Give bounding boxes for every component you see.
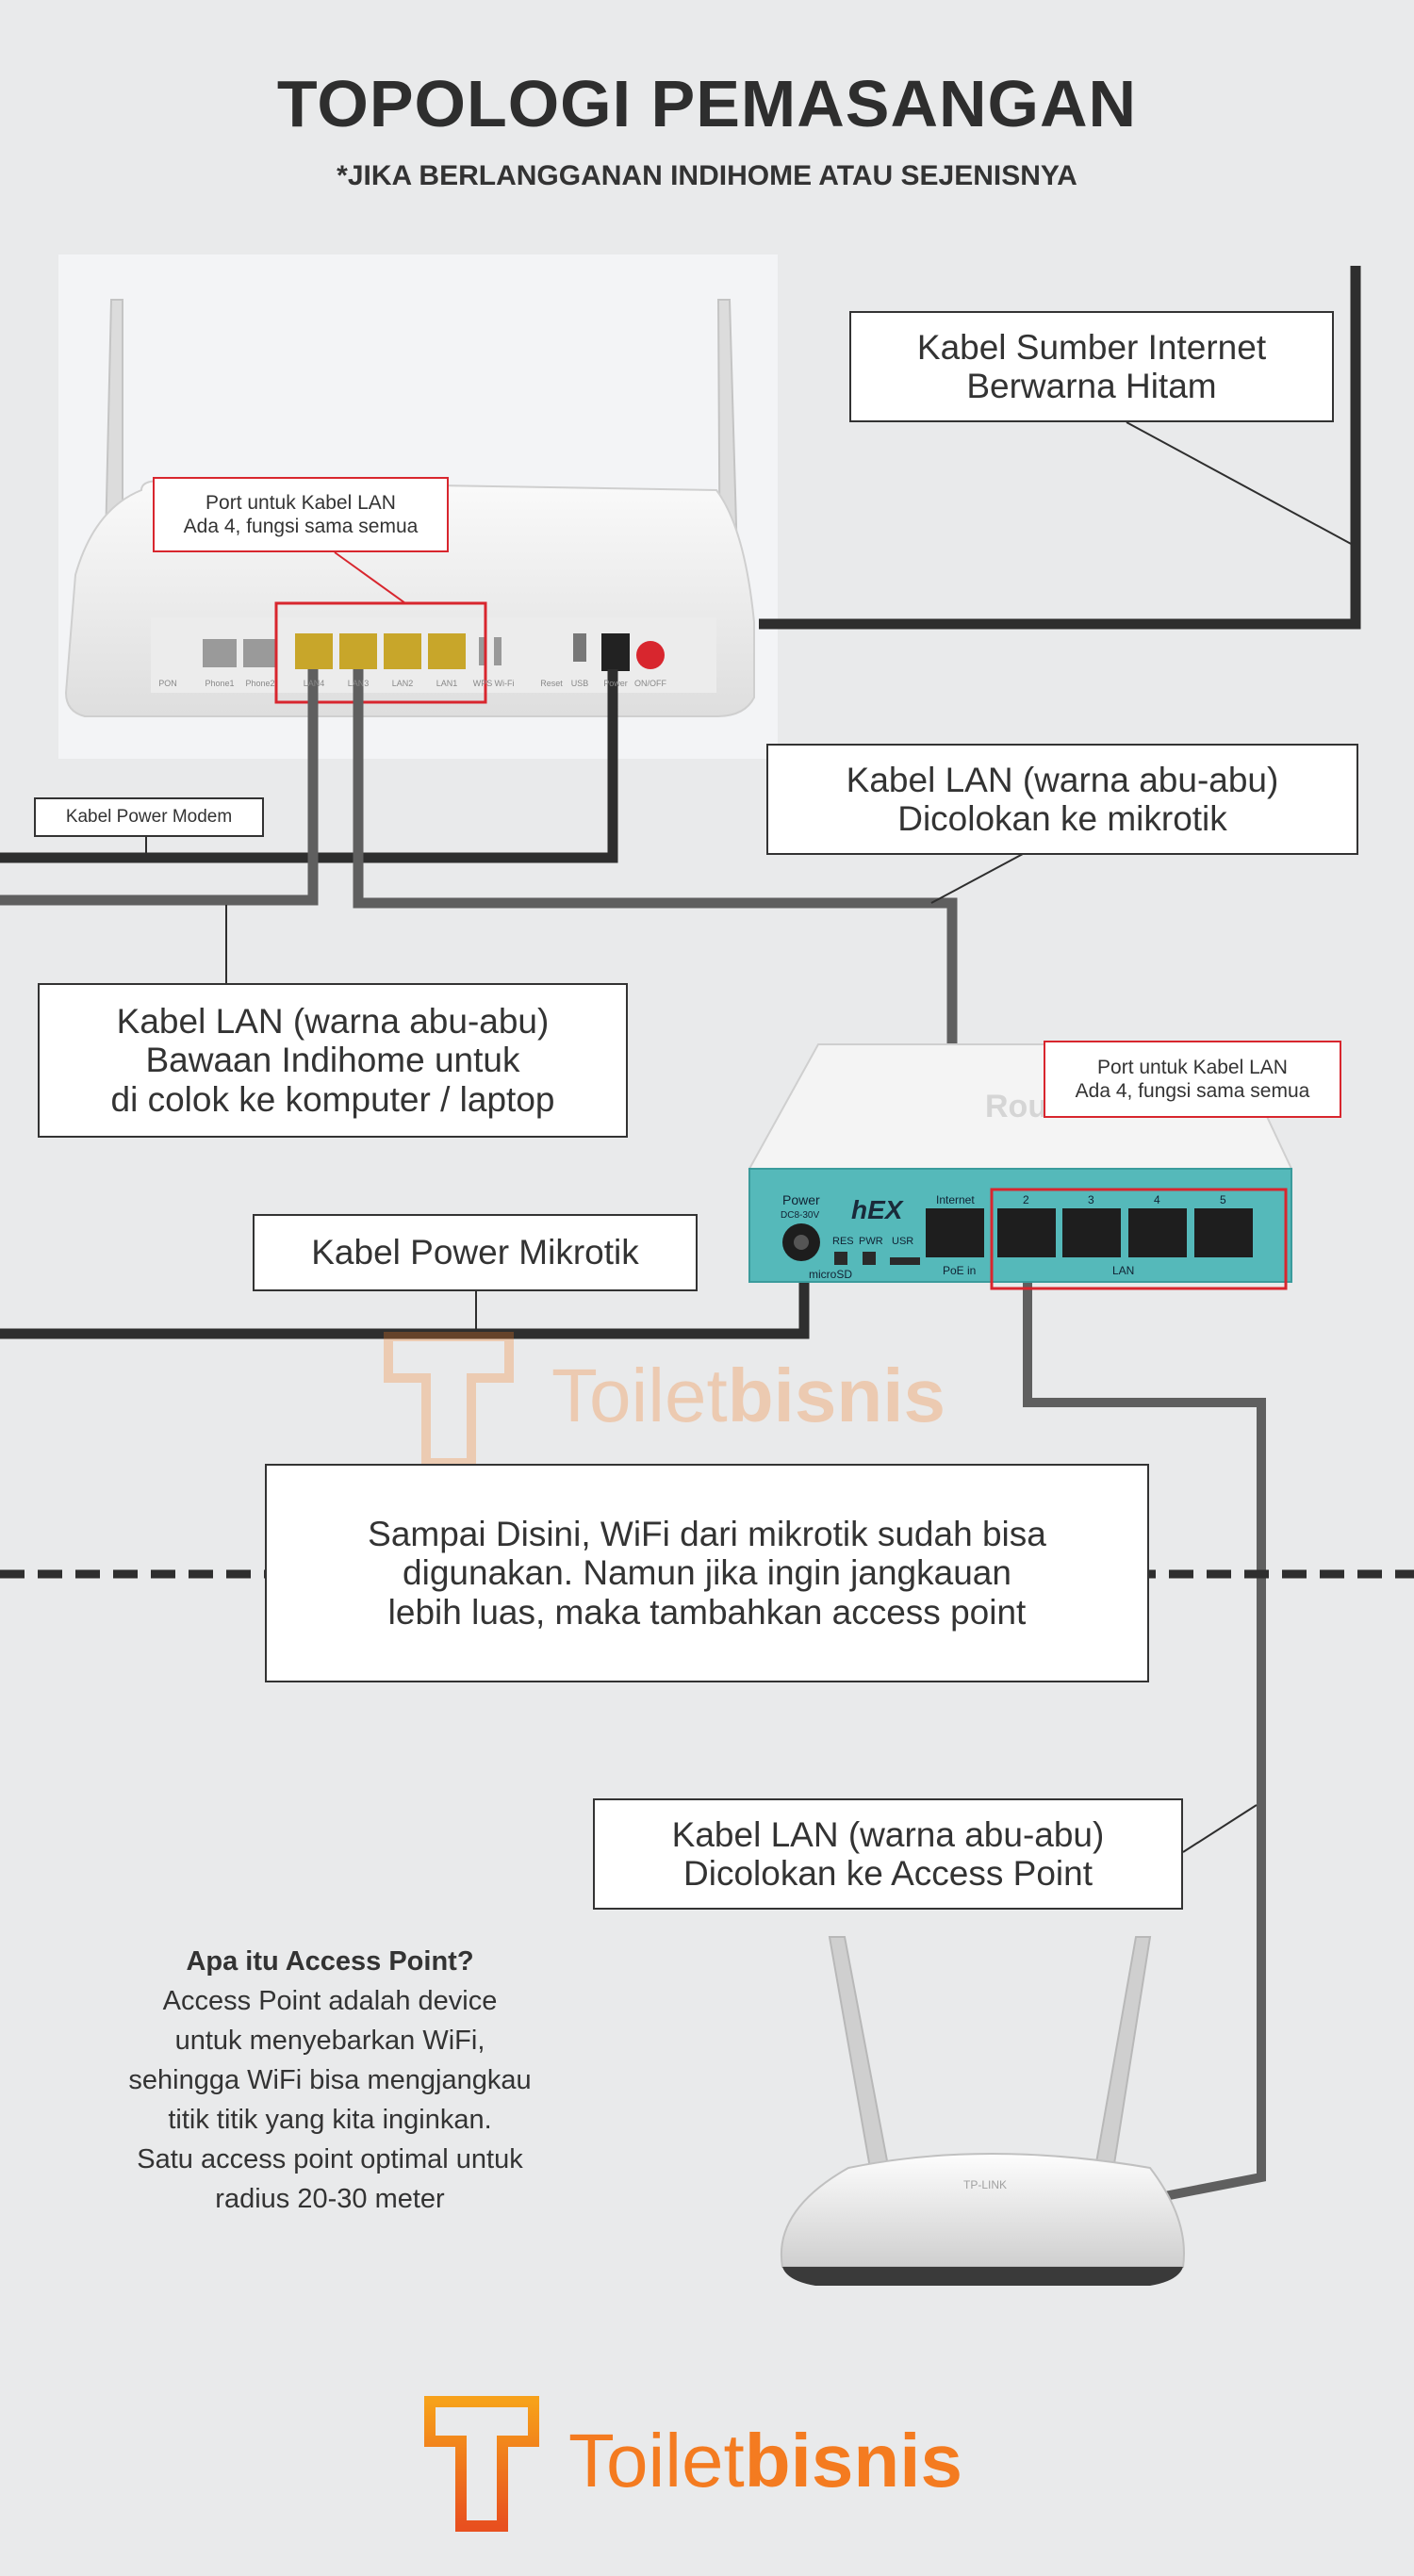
page-subtitle: *JIKA BERLANGGANAN INDIHOME ATAU SEJENIS…	[337, 160, 1077, 191]
svg-text:USR: USR	[892, 1236, 913, 1247]
modem-port-label: LAN2	[392, 679, 414, 688]
info-line: Satu access point optimal untuk	[137, 2144, 523, 2174]
modem-port-lan3	[339, 633, 377, 669]
modem-port-label: Reset	[540, 679, 563, 688]
svg-text:Power: Power	[782, 1192, 820, 1207]
modem-onoff-button	[636, 641, 665, 669]
brand-logo-icon	[424, 2396, 539, 2532]
info-line: sehingga WiFi bisa mengjangkau	[128, 2065, 532, 2095]
svg-text:DC8-30V: DC8-30V	[781, 1210, 819, 1221]
modem-port-lan2	[384, 633, 421, 669]
svg-text:TP-LINK: TP-LINK	[963, 2178, 1007, 2191]
label-lan-to-mikrotik: Kabel LAN (warna abu-abu)Dicolokan ke mi…	[766, 744, 1358, 855]
lan-cable-laptop	[0, 669, 319, 906]
modem-port-lan4	[295, 633, 333, 669]
svg-text:5: 5	[1220, 1193, 1226, 1206]
label-mikrotik-power: Kabel Power Mikrotik	[253, 1214, 698, 1291]
svg-text:PWR: PWR	[859, 1236, 883, 1247]
modem-port-label: PON	[158, 679, 177, 688]
svg-text:3: 3	[1088, 1193, 1094, 1206]
mikrotik-port-4	[1128, 1208, 1187, 1257]
mikrotik-port-internet	[926, 1208, 984, 1257]
info-line: radius 20-30 meter	[215, 2184, 445, 2214]
modem-power-cable	[0, 669, 618, 863]
modem-port-label: LAN4	[304, 679, 325, 688]
svg-text:LAN: LAN	[1112, 1264, 1134, 1277]
modem-power-jack	[601, 633, 630, 671]
watermark-logo	[384, 1332, 514, 1468]
mikrotik-lan-highlight	[990, 1188, 1288, 1290]
modem-port-usb	[573, 633, 586, 662]
svg-text:microSD: microSD	[809, 1268, 852, 1281]
info-line: untuk menyebarkan WiFi,	[174, 2026, 485, 2056]
info-line: titik titik yang kita inginkan.	[168, 2105, 492, 2135]
internet-cable	[759, 266, 1361, 630]
page-title: TOPOLOGI PEMASANGAN	[276, 67, 1138, 140]
svg-text:hEX: hEX	[851, 1195, 905, 1224]
watermark-brand: Toiletbisnis	[551, 1354, 945, 1437]
svg-text:RES: RES	[832, 1236, 854, 1247]
modem-port-label: WPS	[473, 679, 493, 688]
modem-port-phone2	[243, 639, 277, 667]
modem-port-label: ON/OFF	[634, 679, 666, 688]
label-wifi-note: Sampai Disini, WiFi dari mikrotik sudah …	[265, 1464, 1149, 1682]
svg-text:2: 2	[1023, 1193, 1029, 1206]
modem-lan-highlight	[274, 601, 487, 704]
lan-cable-access-point	[1023, 1235, 1266, 2206]
svg-text:4: 4	[1154, 1193, 1160, 1206]
access-point-image: TP-LINK	[780, 1936, 1185, 2286]
modem-port-label: USB	[571, 679, 589, 688]
svg-text:Internet: Internet	[936, 1193, 975, 1206]
modem-port-phone1	[203, 639, 237, 667]
label-modem-power: Kabel Power Modem	[34, 797, 264, 837]
mikrotik-port-5	[1194, 1208, 1253, 1257]
mikrotik-port-3	[1062, 1208, 1121, 1257]
modem-port-label: LAN3	[348, 679, 370, 688]
label-lan-to-access-point: Kabel LAN (warna abu-abu)Dicolokan ke Ac…	[593, 1798, 1183, 1910]
modem-port-label: Power	[603, 679, 628, 688]
modem-port-lan1	[428, 633, 466, 669]
svg-text:PoE in: PoE in	[943, 1264, 976, 1277]
access-point-info: Apa itu Access Point? Access Point adala…	[75, 1942, 584, 2219]
modem-port-label: Phone2	[245, 679, 274, 688]
mikrotik-port-2	[997, 1208, 1056, 1257]
modem-port-label: LAN1	[436, 679, 458, 688]
info-line: Access Point adalah device	[162, 1986, 498, 2016]
label-lan-indihome: Kabel LAN (warna abu-abu)Bawaan Indihome…	[38, 983, 628, 1138]
access-point-info-heading: Apa itu Access Point?	[186, 1946, 474, 1977]
modem-port-label: Phone1	[205, 679, 234, 688]
brand-name: Toiletbisnis	[568, 2419, 962, 2502]
modem-port-label: Wi-Fi	[495, 679, 515, 688]
